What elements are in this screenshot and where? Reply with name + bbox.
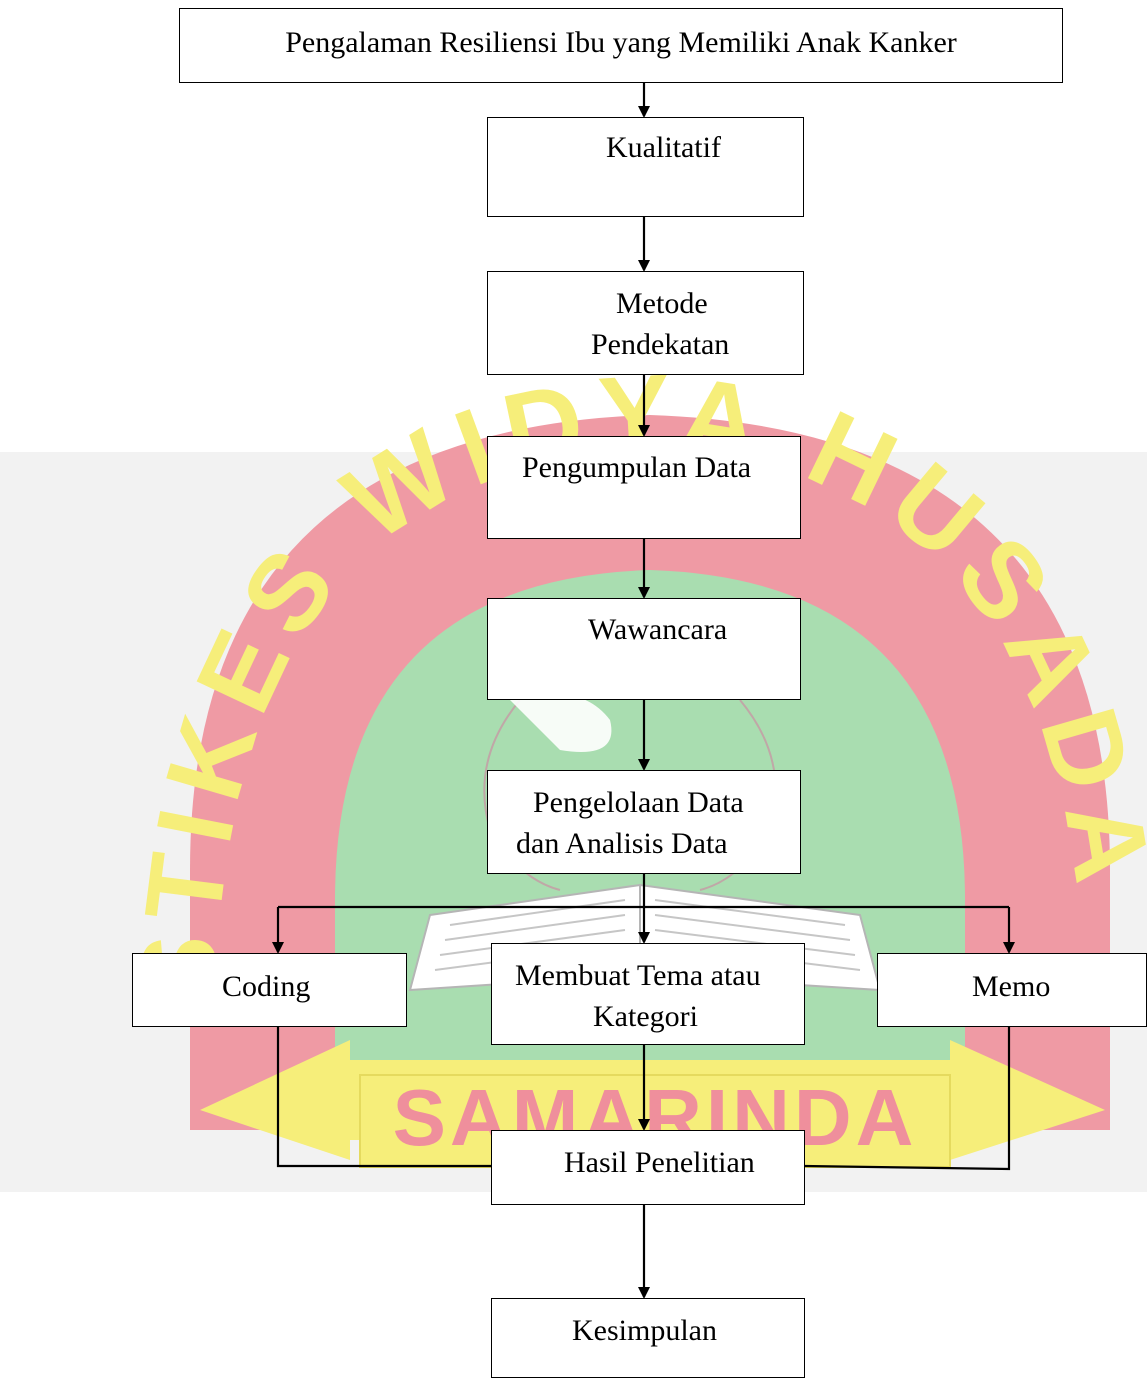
- box-title: Pengalaman Resiliensi Ibu yang Memiliki …: [179, 8, 1063, 83]
- box-hasil: Hasil Penelitian: [491, 1130, 805, 1205]
- box-kualitatif-label: Kualitatif: [606, 131, 721, 164]
- box-kesimpulan-label: Kesimpulan: [572, 1314, 717, 1347]
- box-wawancara: Wawancara: [487, 598, 801, 700]
- box-hasil-label: Hasil Penelitian: [564, 1146, 755, 1179]
- box-kesimpulan: Kesimpulan: [491, 1298, 805, 1378]
- box-tema-line2: Kategori: [593, 1000, 698, 1033]
- line-memo-hasil: [804, 1026, 1011, 1171]
- box-pengumpulan: Pengumpulan Data: [487, 436, 801, 539]
- box-pengumpulan-label: Pengumpulan Data: [522, 451, 752, 484]
- box-memo-label: Memo: [972, 970, 1051, 1003]
- box-pengelolaan-line2: dan Analisis Data: [516, 827, 728, 860]
- watermark-book-lines: [434, 899, 861, 971]
- box-title-label: Pengalaman Resiliensi Ibu yang Memiliki …: [285, 26, 957, 59]
- box-metode-line1: Metode: [616, 287, 708, 320]
- box-wawancara-label: Wawancara: [588, 613, 728, 646]
- box-tema-line1: Membuat Tema atau: [515, 959, 761, 992]
- box-kualitatif: Kualitatif: [487, 117, 804, 217]
- box-memo: Memo: [877, 953, 1147, 1027]
- line-coding-hasil: [276, 1026, 492, 1168]
- box-metode: Metode Pendekatan: [487, 271, 804, 375]
- box-metode-line2: Pendekatan: [591, 328, 730, 361]
- box-coding: Coding: [132, 953, 407, 1027]
- box-pengelolaan-line1: Pengelolaan Data: [533, 786, 744, 819]
- box-coding-label: Coding: [222, 970, 311, 1003]
- box-tema: Membuat Tema atau Kategori: [491, 943, 805, 1045]
- box-pengelolaan: Pengelolaan Data dan Analisis Data: [487, 770, 801, 874]
